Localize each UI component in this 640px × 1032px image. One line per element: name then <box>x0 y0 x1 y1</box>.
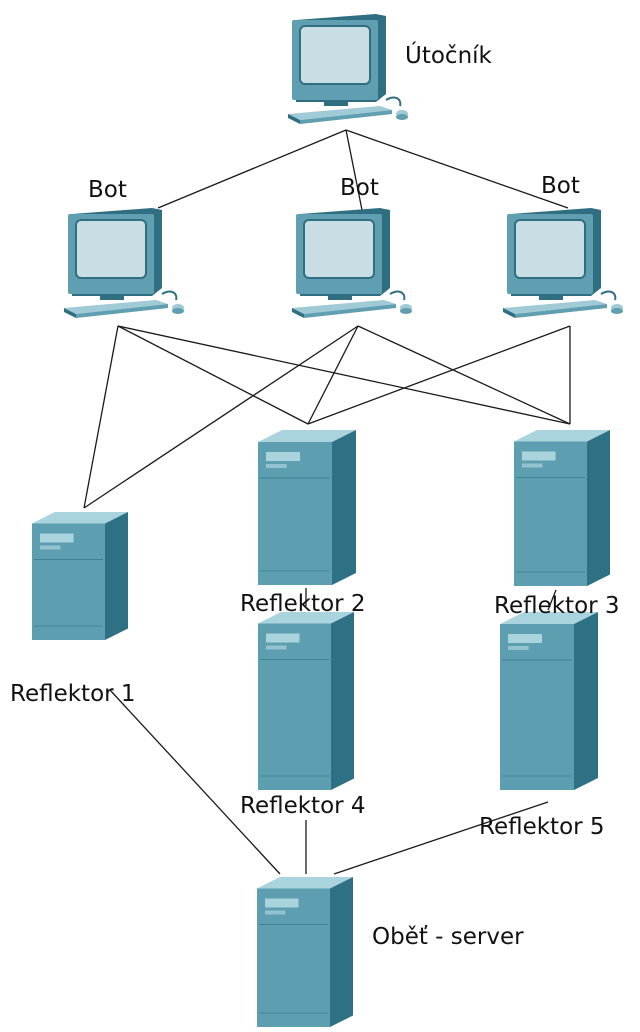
server-icon-reflector4 <box>258 612 354 790</box>
edge-bot3-reflector2 <box>307 325 571 425</box>
reflector2-label: Reflektor 2 <box>240 591 366 617</box>
reflector4-label: Reflektor 4 <box>240 793 366 819</box>
server-icon-victim <box>257 877 353 1027</box>
computer-icon-bot1 <box>64 208 184 318</box>
server-icon-reflector2 <box>258 430 356 585</box>
computer-icon-attacker <box>288 14 408 124</box>
edge-reflector5-victim <box>333 801 549 875</box>
reflector5-label: Reflektor 5 <box>479 814 605 840</box>
edge-attacker-bot1 <box>157 129 347 209</box>
computer-icon-bot3 <box>503 208 623 318</box>
node-icons <box>32 14 623 1027</box>
bot2-label: Bot <box>340 175 379 201</box>
connection-lines <box>83 129 571 875</box>
edge-bot1-reflector1 <box>83 325 119 509</box>
computer-icon-bot2 <box>292 208 412 318</box>
server-icon-reflector3 <box>514 430 610 586</box>
edge-attacker-bot3 <box>345 129 569 209</box>
reflector1-label: Reflektor 1 <box>10 681 136 707</box>
edge-bot1-reflector3 <box>117 325 571 425</box>
edge-bot2-reflector2 <box>307 325 359 425</box>
edge-attacker-bot2 <box>345 129 363 211</box>
bot1-label: Bot <box>88 177 127 203</box>
edge-reflector1-victim <box>109 689 281 875</box>
reflector3-label: Reflektor 3 <box>494 593 620 619</box>
edge-bot2-reflector3 <box>357 325 571 425</box>
server-icon-reflector1 <box>32 512 128 640</box>
edge-bot2-reflector1 <box>83 325 359 509</box>
bot3-label: Bot <box>541 173 580 199</box>
server-icon-reflector5 <box>500 612 598 790</box>
edge-reflector3-reflector5 <box>547 589 557 611</box>
victim-label: Oběť - server <box>372 924 524 950</box>
edge-bot1-reflector2 <box>117 325 309 425</box>
attacker-label: Útočník <box>405 43 492 69</box>
